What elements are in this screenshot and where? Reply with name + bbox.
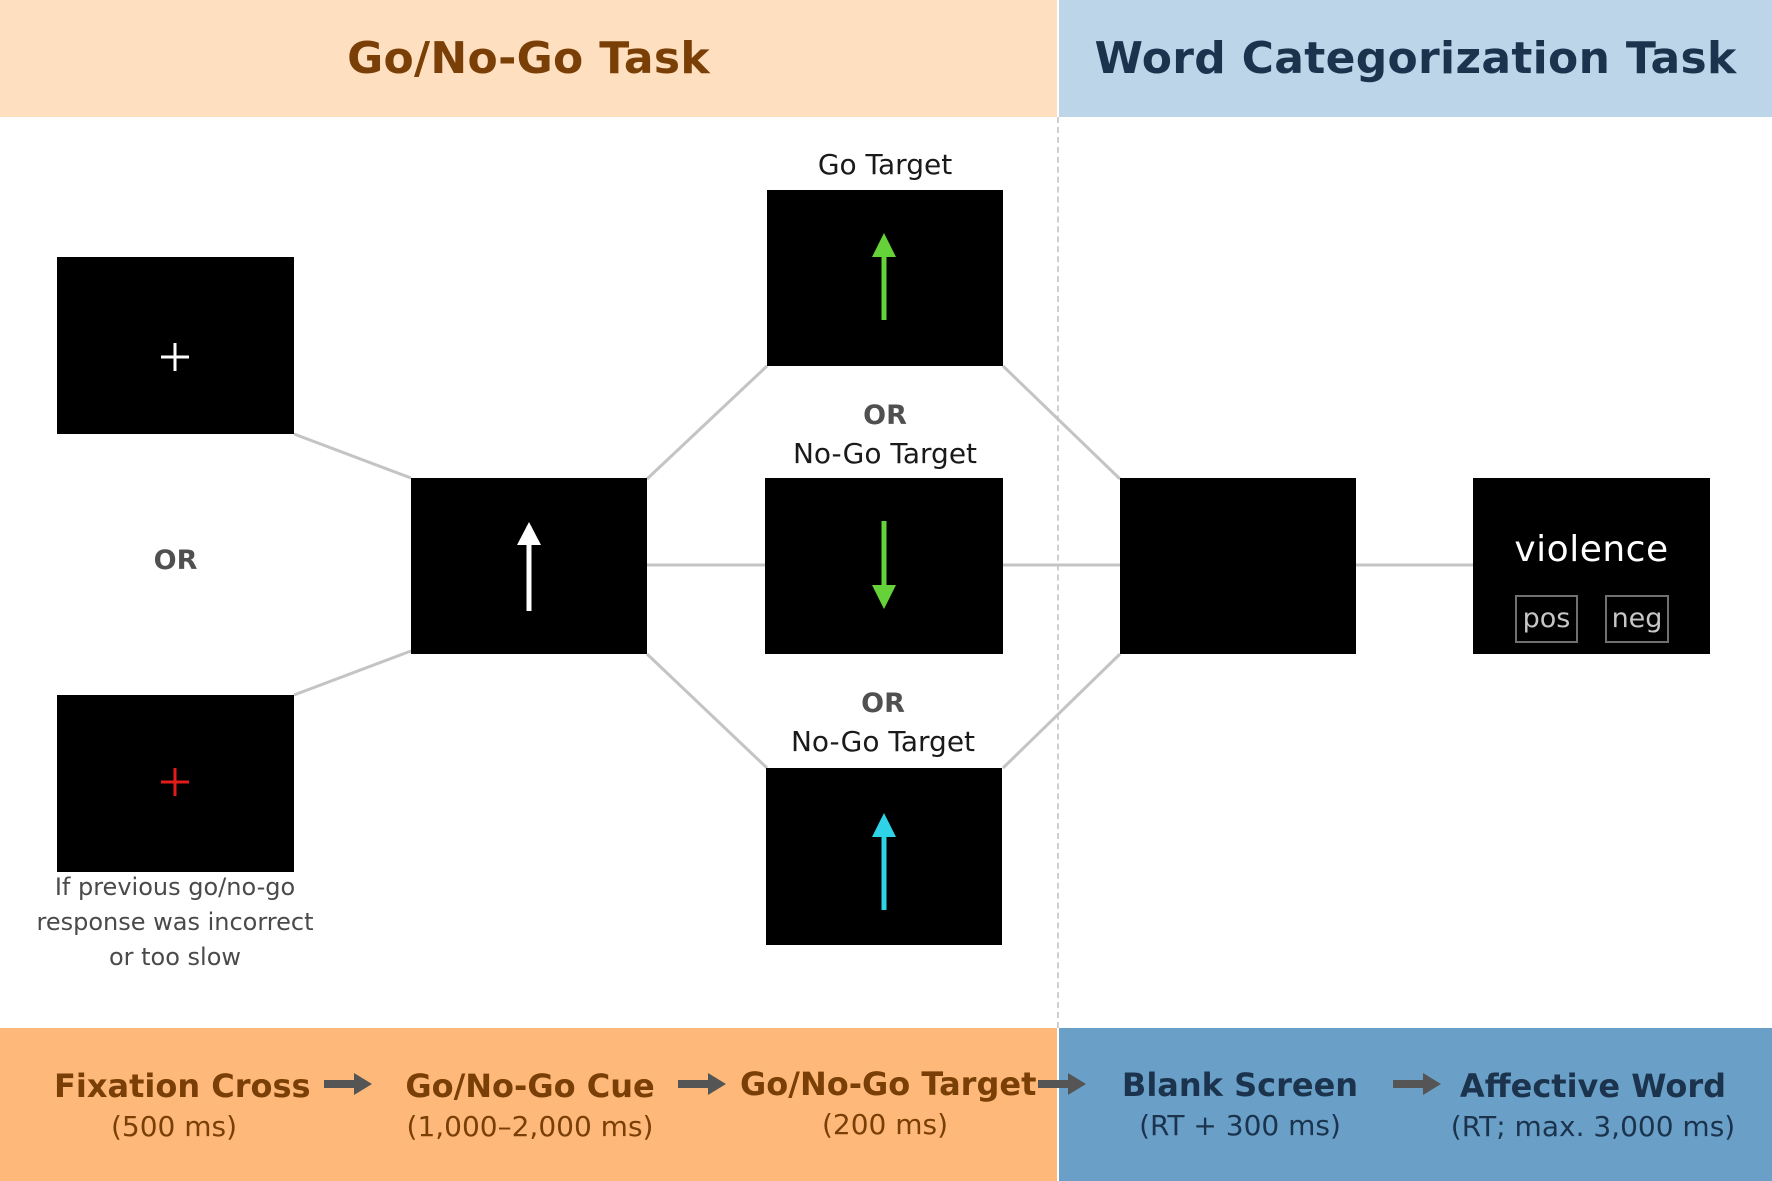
stage-name: Go/No-Go Cue	[405, 1067, 655, 1105]
red-fixation-cross-icon	[161, 768, 189, 796]
timeline-arrow-icon	[324, 1073, 372, 1095]
white-up-arrow-icon	[517, 522, 541, 611]
timeline-arrow-icon	[678, 1073, 726, 1095]
stage-name: Affective Word	[1459, 1067, 1727, 1105]
stage-blank-screen: Blank Screen (RT + 300 ms)	[1120, 1064, 1360, 1146]
fixation-or-label: OR	[153, 545, 198, 576]
stage-name: Blank Screen	[1121, 1066, 1359, 1104]
go-target-screen	[767, 190, 1003, 366]
stage-time: (RT + 300 ms)	[1139, 1109, 1341, 1142]
stage-time: (200 ms)	[821, 1108, 949, 1141]
go-target-label: Go Target	[817, 148, 953, 181]
go-nogo-timeline-footer	[0, 1028, 1057, 1181]
affective-word-screen: violence pos neg	[1473, 478, 1710, 654]
affective-word: violence	[1514, 529, 1669, 570]
stage-name: Fixation Cross	[54, 1067, 311, 1105]
connector-fixation-to-cue	[293, 432, 412, 480]
error-fixation-screen	[57, 695, 294, 872]
error-feedback-note: If previous go/no-go response was incorr…	[36, 873, 314, 971]
target-or-label-2: OR	[861, 688, 905, 719]
stage-time: (1,000–2,000 ms)	[406, 1110, 654, 1143]
word-categorization-title: Word Categorization Task	[1094, 33, 1737, 84]
fixation-cross-icon	[161, 343, 189, 371]
task-divider	[1057, 117, 1059, 1028]
blank-screen	[1120, 478, 1356, 654]
stage-go-nogo-cue: Go/No-Go Cue (1,000–2,000 ms)	[390, 1065, 670, 1147]
connector-cyan-target-to-blank	[1001, 652, 1122, 770]
stage-name: Go/No-Go Target	[740, 1065, 1037, 1103]
connector-cue-to-cyan-target	[645, 652, 769, 770]
timeline-arrow-icon	[1038, 1073, 1086, 1095]
word-task-timeline-footer	[1059, 1028, 1772, 1181]
cyan-nogo-target-screen	[766, 768, 1002, 945]
go-nogo-header: Go/No-Go Task	[0, 0, 1057, 117]
cue-screen	[411, 478, 647, 654]
nogo-target-screen	[765, 478, 1003, 654]
stage-go-nogo-target: Go/No-Go Target (200 ms)	[740, 1063, 1037, 1145]
connector-red-fixation-to-cue	[293, 649, 412, 697]
nogo-target-label-2: No-Go Target	[790, 725, 976, 758]
target-or-label-1: OR	[863, 400, 907, 431]
connector-cue-to-go-target	[645, 364, 769, 481]
fixation-screen	[57, 257, 294, 434]
stage-fixation-cross: Fixation Cross (500 ms)	[54, 1065, 311, 1147]
go-nogo-title: Go/No-Go Task	[347, 33, 710, 84]
cyan-up-arrow-icon	[872, 813, 896, 910]
word-categorization-header: Word Categorization Task	[1059, 0, 1772, 117]
green-down-arrow-icon	[872, 521, 896, 609]
stage-time: (500 ms)	[110, 1110, 238, 1143]
connector-go-target-to-blank	[1001, 364, 1122, 481]
stage-affective-word: Affective Word (RT; max. 3,000 ms)	[1440, 1065, 1746, 1147]
neg-button[interactable]: neg	[1605, 595, 1669, 643]
pos-button[interactable]: pos	[1515, 595, 1578, 643]
timeline-arrow-icon	[1393, 1073, 1441, 1095]
nogo-target-label-1: No-Go Target	[792, 437, 978, 470]
stage-time: (RT; max. 3,000 ms)	[1450, 1110, 1736, 1143]
green-up-arrow-icon	[872, 233, 896, 320]
